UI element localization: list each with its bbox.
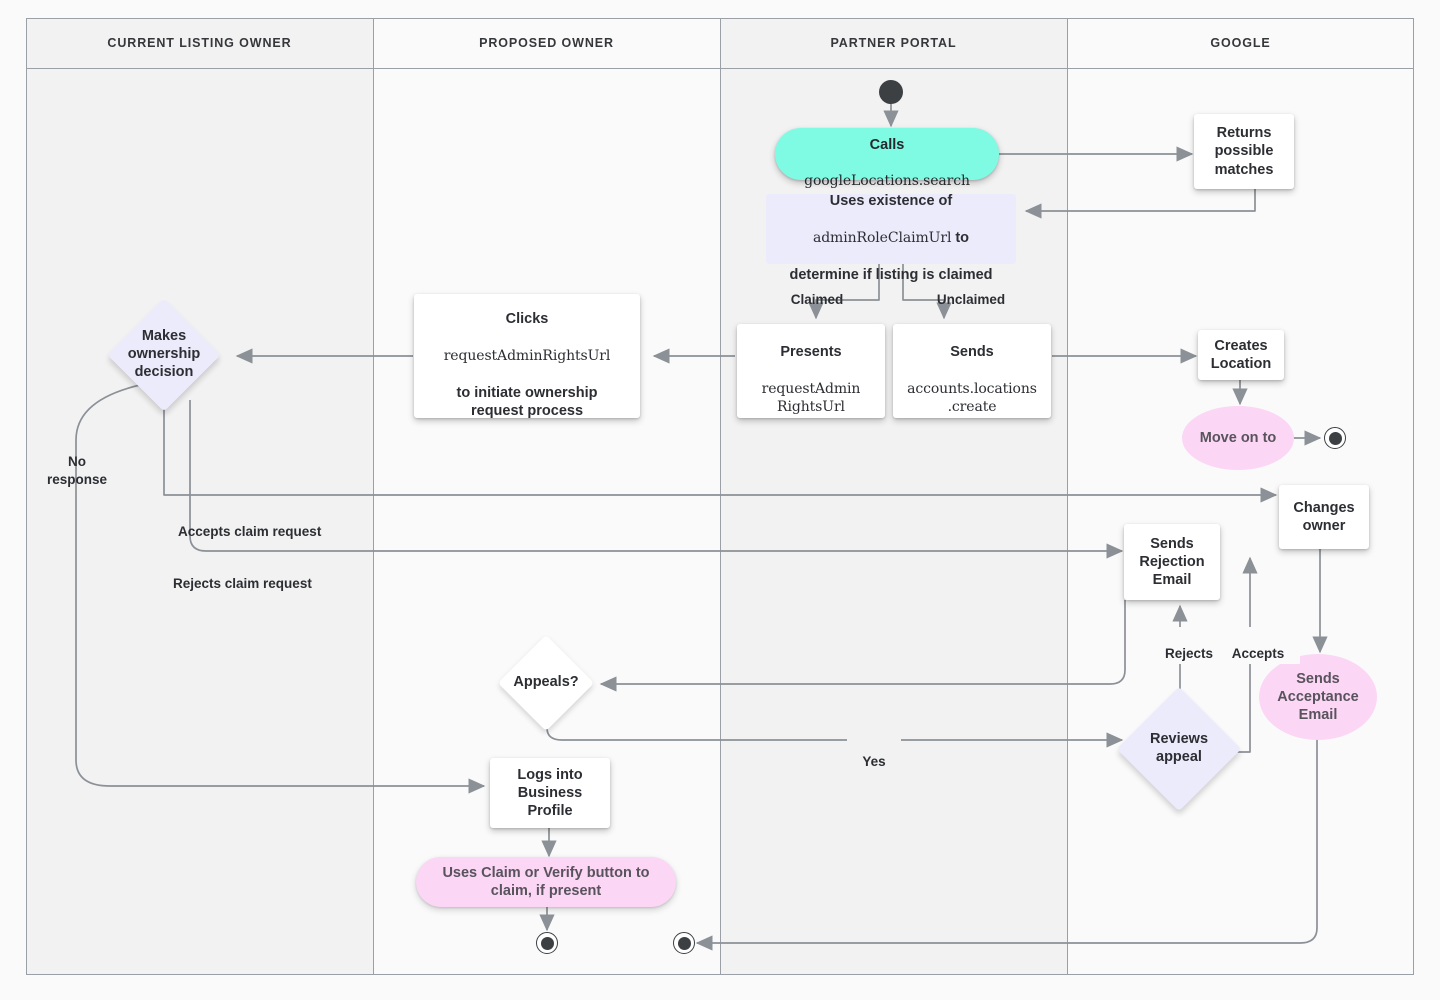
presents-line-1: Presents xyxy=(780,344,842,361)
edge-label-rejects-claim-request: Rejects claim request xyxy=(173,576,312,592)
uses-existence-of-admin-role-claim-url[interactable]: Uses existence of adminRoleClaimUrl to d… xyxy=(766,193,1016,283)
lane-current-listing-owner xyxy=(26,18,373,975)
lane-separator-3 xyxy=(1067,18,1068,975)
edge-rejection-to-appeals xyxy=(599,600,1126,692)
edge-label-accepts-claim-request: Accepts claim request xyxy=(178,524,322,540)
lane-header-current-listing-owner: CURRENT LISTING OWNER xyxy=(26,18,373,68)
changes-owner[interactable]: Changes owner xyxy=(1279,485,1369,549)
creates-location[interactable]: Creates Location xyxy=(1198,330,1284,380)
move-on-to-label: Move on to xyxy=(1199,429,1277,446)
sends-accounts-locations-create[interactable]: Sends accounts.locations .create xyxy=(893,324,1051,418)
appeals-decision-label: Appeals? xyxy=(513,674,579,691)
sends-rejection-email-label: Sends Rejection Email xyxy=(1139,535,1205,589)
end-node-proposed-owner xyxy=(536,932,558,954)
lane-header-google: GOOGLE xyxy=(1067,18,1414,68)
clicks-line-2: requestAdminRightsUrl xyxy=(443,347,611,364)
reviews-appeal[interactable]: Reviews appeal xyxy=(1116,686,1242,812)
edge-no-response-to-logs-into xyxy=(75,384,486,794)
sends-create-line-2: accounts.locations .create xyxy=(907,380,1037,416)
makes-ownership-decision-label: Makes ownership decision xyxy=(127,328,201,380)
logs-into-business-profile-label: Logs into Business Profile xyxy=(517,766,583,820)
edge-label-claimed: Claimed xyxy=(790,292,844,308)
sends-acceptance-email[interactable]: Sends Acceptance Email xyxy=(1259,654,1377,740)
sends-acceptance-email-label: Sends Acceptance Email xyxy=(1277,670,1359,724)
makes-ownership-decision[interactable]: Makes ownership decision xyxy=(107,298,221,412)
start-node xyxy=(879,80,903,104)
edge-uses-existence-unclaimed xyxy=(902,263,952,320)
sends-rejection-email[interactable]: Sends Rejection Email xyxy=(1124,524,1220,600)
clicks-request-admin-rights-url[interactable]: Clicks requestAdminRightsUrl to initiate… xyxy=(414,294,640,419)
presents-line-2: requestAdmin RightsUrl xyxy=(761,380,861,416)
edge-label-rejects: Rejects xyxy=(1150,627,1228,664)
edge-rejects-to-sends-rejection xyxy=(189,400,1124,559)
presents-request-admin-rights-url[interactable]: Presents requestAdmin RightsUrl xyxy=(737,324,885,418)
creates-location-label: Creates Location xyxy=(1210,337,1272,372)
lane-separator-1 xyxy=(373,18,374,975)
sends-create-line-1: Sends xyxy=(950,344,994,361)
calls-line-2: googleLocations.search xyxy=(804,173,970,190)
move-on-to[interactable]: Move on to xyxy=(1182,406,1294,470)
edge-acceptance-to-end-partner xyxy=(695,734,1318,951)
edge-uses-existence-claimed xyxy=(808,263,880,320)
logs-into-business-profile[interactable]: Logs into Business Profile xyxy=(490,758,610,828)
clicks-line-1: Clicks xyxy=(505,311,549,328)
lane-header-label: PROPOSED OWNER xyxy=(479,36,614,50)
returns-possible-matches[interactable]: Returns possible matches xyxy=(1194,114,1294,189)
edge-label-accepts: Accepts xyxy=(1216,627,1300,664)
lane-separator-2 xyxy=(720,18,721,975)
edge-label-unclaimed: Unclaimed xyxy=(936,292,1006,308)
returns-possible-matches-label: Returns possible matches xyxy=(1214,125,1274,178)
appeals-decision[interactable]: Appeals? xyxy=(497,634,595,732)
lane-header-label: CURRENT LISTING OWNER xyxy=(107,36,292,50)
uses-existence-line-3: determine if listing is claimed xyxy=(789,266,993,283)
edge-appeals-yes-to-reviews xyxy=(546,716,1124,748)
calls-google-locations-search[interactable]: Calls googleLocations.search xyxy=(775,128,999,189)
uses-existence-line-2-suffix: to xyxy=(951,229,970,246)
edge-label-no-response: No response xyxy=(46,454,108,487)
uses-claim-or-verify-button[interactable]: Uses Claim or Verify button to claim, if… xyxy=(416,857,676,907)
edge-label-yes: Yes xyxy=(847,735,901,772)
uses-existence-code: adminRoleClaimUrl xyxy=(812,229,952,246)
changes-owner-label: Changes owner xyxy=(1293,499,1355,534)
edge-accepts-to-changes-owner xyxy=(163,400,1278,503)
lane-header-proposed-owner: PROPOSED OWNER xyxy=(373,18,720,68)
calls-line-1: Calls xyxy=(869,136,905,153)
end-node-google xyxy=(1324,427,1346,449)
reviews-appeal-label: Reviews appeal xyxy=(1149,731,1209,765)
lane-header-label: PARTNER PORTAL xyxy=(830,36,957,50)
edge-returns-to-uses-existence xyxy=(1024,189,1256,219)
uses-claim-or-verify-button-label: Uses Claim or Verify button to claim, if… xyxy=(442,864,650,899)
lane-header-partner-portal: PARTNER PORTAL xyxy=(720,18,1067,68)
end-node-partner-portal xyxy=(673,932,695,954)
clicks-line-3: to initiate ownership request process xyxy=(456,384,598,419)
lane-header-label: GOOGLE xyxy=(1210,36,1271,50)
uses-existence-line-1: Uses existence of xyxy=(829,193,953,210)
